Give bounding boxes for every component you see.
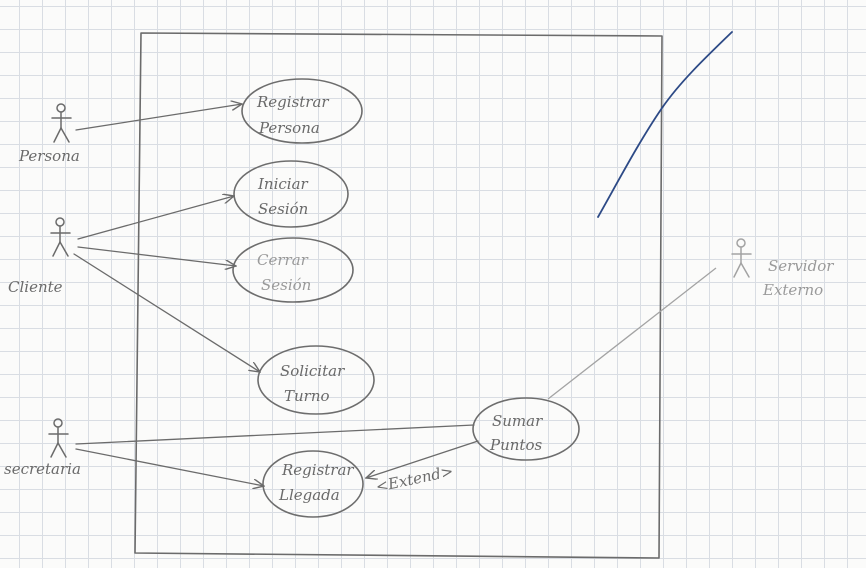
assoc-cliente-solicitar-turno	[73, 253, 260, 372]
usecase-label-registrar-persona-2: Persona	[258, 119, 320, 137]
usecase-label-cerrar-sesion-2: Sesión	[261, 276, 311, 294]
usecase-label-iniciar-sesion-2: Sesión	[258, 200, 308, 218]
usecase-label-solicitar-turno-1: Solicitar	[280, 362, 345, 380]
usecase-label-iniciar-sesion-1: Iniciar	[257, 175, 309, 193]
usecase-label-registrar-llegada-1: Registrar	[281, 461, 354, 479]
blue-pen-stroke	[597, 31, 733, 218]
usecase-label-solicitar-turno-2: Turno	[284, 387, 330, 405]
assoc-secretaria-registrar-llegada	[75, 448, 264, 486]
assoc-secretaria-sumar-puntos	[75, 424, 475, 445]
usecase-label-registrar-persona-1: Registrar	[256, 93, 329, 111]
usecase-label-cerrar-sesion-1: Cerrar	[257, 251, 309, 269]
assoc-servidor-sumar-puntos	[547, 267, 717, 400]
actor-label-servidor-line1: Servidor	[768, 257, 834, 275]
usecase-registrar-persona: Registrar Persona	[241, 78, 363, 144]
usecase-label-sumar-puntos-2: Puntos	[489, 436, 542, 454]
extend-sumar-puntos-registrar-llegada	[366, 440, 479, 478]
extend-label: <Extend>	[374, 462, 455, 496]
usecase-solicitar-turno: Solicitar Turno	[257, 345, 375, 415]
actor-secretaria	[48, 418, 69, 458]
actor-label-servidor-line2: Externo	[762, 281, 823, 299]
actor-cliente	[50, 217, 71, 257]
assoc-cliente-iniciar-sesion	[77, 196, 234, 240]
actor-persona	[51, 103, 72, 143]
usecase-sumar-puntos: Sumar Puntos	[472, 397, 580, 461]
system-boundary	[134, 32, 663, 559]
usecase-iniciar-sesion: Iniciar Sesión	[233, 160, 349, 228]
actor-label-persona: Persona	[18, 147, 80, 165]
assoc-persona-registrar-persona	[75, 104, 242, 131]
usecase-registrar-llegada: Registrar Llegada	[262, 450, 364, 518]
actor-label-cliente: Cliente	[8, 278, 63, 296]
assoc-cliente-cerrar-sesion	[77, 246, 236, 266]
actor-label-secretaria: secretaria	[4, 460, 81, 478]
actor-servidor-externo	[731, 238, 752, 278]
usecase-label-registrar-llegada-2: Llegada	[278, 486, 340, 504]
usecase-label-sumar-puntos-1: Sumar	[492, 412, 543, 430]
usecase-cerrar-sesion: Cerrar Sesión	[232, 237, 354, 303]
